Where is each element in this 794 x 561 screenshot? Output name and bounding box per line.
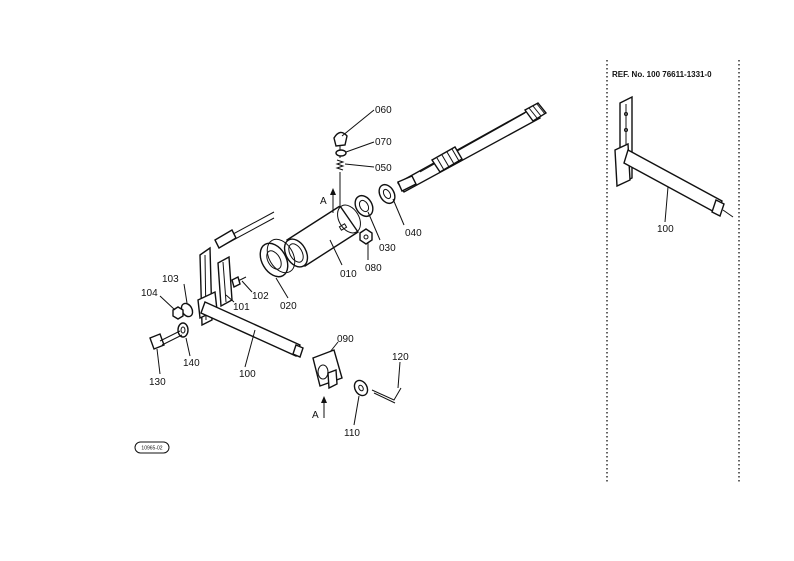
- sleeve-010: [283, 204, 361, 268]
- callout-a-top: A: [320, 196, 327, 207]
- callout-010: 010: [340, 269, 357, 280]
- main-shaft: [396, 102, 548, 193]
- stamp-text: 10965-02: [141, 446, 162, 452]
- callout-103: 103: [162, 274, 179, 285]
- seal-020: [259, 238, 296, 278]
- callout-110: 110: [344, 428, 360, 439]
- section-arrow-a-bottom: [321, 396, 327, 418]
- leader-ref-100: [664, 186, 669, 223]
- shaft-100: [200, 301, 304, 358]
- callout-050: 050: [375, 163, 392, 174]
- callout-090: 090: [337, 334, 354, 345]
- washer-110: [353, 379, 369, 397]
- callout-ref-100: 100: [657, 224, 674, 235]
- callout-100: 100: [239, 369, 256, 380]
- ref-bracket: [614, 95, 633, 188]
- callout-101: 101: [233, 302, 250, 313]
- callout-a-bottom: A: [312, 410, 319, 421]
- lever-090: [312, 349, 343, 390]
- callout-130: 130: [149, 377, 166, 388]
- callout-040: 040: [405, 228, 422, 239]
- callout-060: 060: [375, 105, 392, 116]
- pin-070: [335, 149, 347, 157]
- washer-040: [378, 183, 396, 205]
- bolt-130: [149, 330, 183, 350]
- reference-number: REF. No. 100 76611-1331-0: [612, 70, 712, 79]
- linkage-rod: [214, 211, 275, 249]
- ref-shaft-100: [623, 148, 734, 218]
- callout-104: 104: [141, 288, 158, 299]
- callout-030: 030: [379, 243, 396, 254]
- nut-080: [359, 228, 373, 245]
- washer-030: [354, 194, 374, 218]
- screw-060: [333, 131, 348, 158]
- callout-020: 020: [280, 301, 297, 312]
- callout-120: 120: [392, 352, 409, 363]
- nut-104: [172, 306, 184, 320]
- section-arrow-a-top: [330, 188, 336, 213]
- callout-140: 140: [183, 358, 200, 369]
- spring-pin-120: [371, 387, 402, 404]
- leader-lines: [156, 109, 405, 426]
- reference-panel: REF. No. 100 76611-1331-0 100: [606, 60, 740, 482]
- drawing-stamp: 10965-02: [134, 441, 170, 454]
- callout-070: 070: [375, 137, 392, 148]
- bolt-102: [231, 275, 247, 289]
- callout-080: 080: [365, 263, 382, 274]
- spring-050: [335, 159, 345, 205]
- callout-labels: 060 070 050 040 030 080 010 020 102 101 …: [141, 105, 422, 439]
- callout-102: 102: [252, 291, 269, 302]
- washer-140: [177, 322, 189, 338]
